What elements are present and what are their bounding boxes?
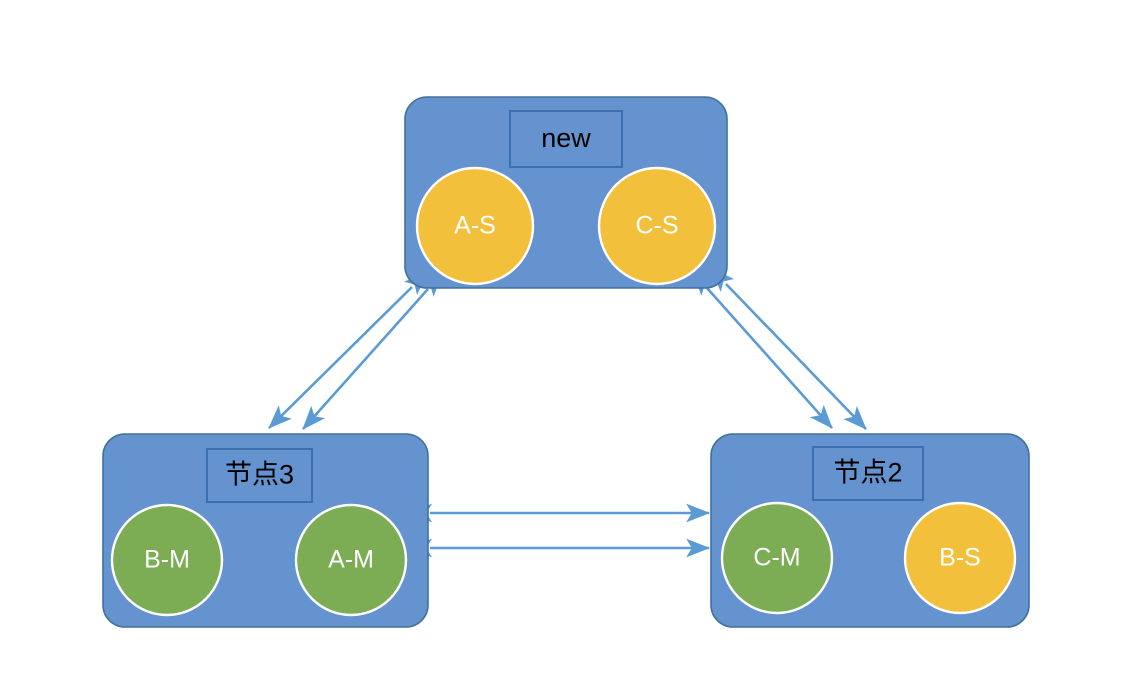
- circle-c-s-label: C-S: [635, 212, 678, 240]
- circle-b-s[interactable]: [903, 501, 1017, 615]
- node-new-label: new: [541, 123, 591, 153]
- circle-a-m-label: A-M: [328, 546, 374, 574]
- node-3-label-box: [206, 448, 313, 503]
- circle-c-s[interactable]: [597, 166, 717, 286]
- circle-b-s-label: B-S: [939, 544, 981, 572]
- node-new-label-box: [509, 110, 623, 168]
- connector-new-node2-outer: [710, 268, 867, 430]
- circle-b-m-label: B-M: [144, 546, 190, 574]
- node-2-label: 节点2: [833, 458, 902, 488]
- circle-a-m[interactable]: [294, 503, 408, 617]
- connectors-group: [268, 268, 867, 558]
- connector-new-node2-inner: [692, 271, 833, 429]
- circle-a-s-label: A-S: [454, 212, 496, 240]
- circle-b-m[interactable]: [110, 503, 224, 617]
- circle-a-s[interactable]: [415, 166, 535, 286]
- circle-c-m-label: C-M: [753, 544, 800, 572]
- node-2-label-box: [812, 446, 924, 501]
- node-3-label: 节点3: [225, 460, 294, 490]
- connector-new-node3-outer: [268, 271, 428, 429]
- connector-new-node3-inner: [302, 272, 443, 430]
- circle-c-m[interactable]: [720, 501, 834, 615]
